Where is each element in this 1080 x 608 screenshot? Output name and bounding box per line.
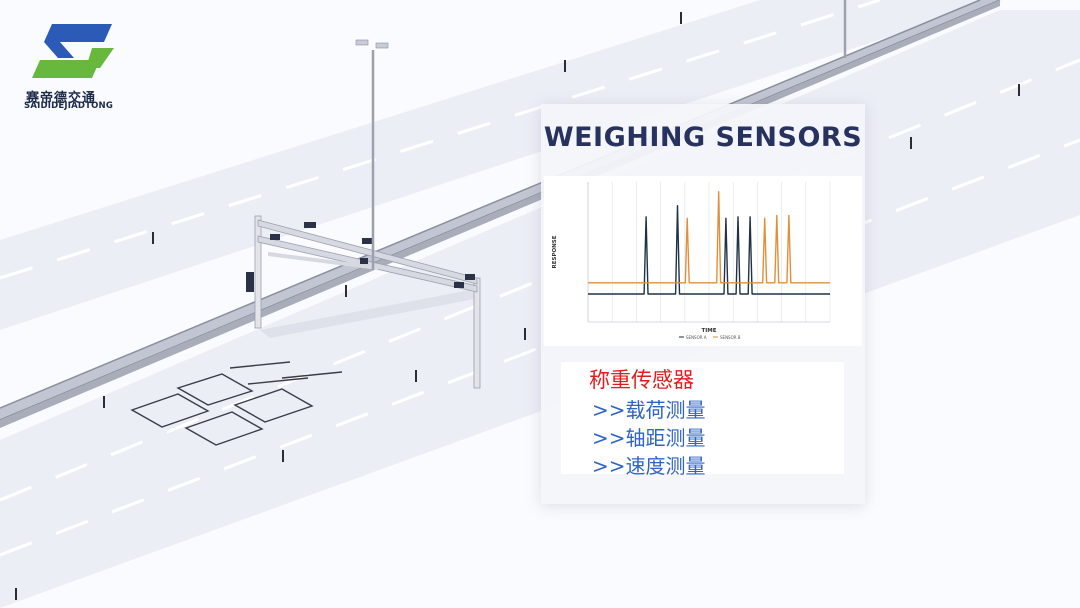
feature-title: 称重传感器 (589, 368, 694, 392)
feature-item-speed: >>速度测量 (592, 454, 706, 478)
far-road-surface (0, 0, 1000, 330)
series-peak-point-sensor-a-3 (737, 216, 739, 218)
letter-s-logo-icon (32, 24, 114, 78)
roadside-posts (15, 12, 1020, 600)
feature-list: 称重传感器 >>载荷测量 >>轴距测量 >>速度测量 (561, 362, 844, 478)
series-peak-point-sensor-a-2 (725, 217, 727, 219)
series-peak-point-sensor-b-2 (764, 217, 766, 219)
legend-label-sensor-a: SENSOR A (686, 335, 707, 340)
company-name-en: SAIDIDEJIADTONG (24, 101, 114, 111)
chart-gridlines (587, 182, 831, 323)
legend-label-sensor-b: SENSOR B (720, 335, 741, 340)
street-lights (355, 0, 847, 270)
feature-item-load: >>载荷测量 (592, 398, 706, 422)
chart-svg: RESPONSE TIME SENSOR A SENSOR B (552, 182, 831, 340)
series-peak-point-sensor-a-4 (749, 216, 751, 218)
chart-legend: SENSOR A SENSOR B (679, 335, 741, 340)
sensor-response-chart: RESPONSE TIME SENSOR A SENSOR B (544, 176, 862, 346)
chart-ylabel: RESPONSE (552, 235, 558, 268)
series-peak-point-sensor-a-1 (676, 205, 679, 207)
series-peak-point-sensor-b-0 (686, 217, 688, 219)
chart-series (588, 191, 830, 295)
panel-title: WEIGHING SENSORS (543, 122, 863, 153)
chart-xlabel: TIME (701, 328, 716, 334)
lane-markings (0, 0, 1080, 555)
gantry-shadow (260, 290, 480, 338)
company-name-cn: 赛帝德交通 (26, 91, 97, 106)
series-peak-point-sensor-b-1 (718, 191, 720, 193)
sensor-loop-markings (130, 361, 343, 446)
series-peak-point-sensor-a-0 (645, 216, 647, 218)
overhead-gantry (246, 215, 481, 389)
series-peak-point-sensor-b-4 (788, 215, 790, 217)
feature-item-wheelbase: >>轴距测量 (592, 426, 706, 450)
series-peak-point-sensor-b-3 (776, 215, 778, 217)
company-logo: 赛帝德交通 SAIDIDEJIADTONG (22, 20, 122, 112)
